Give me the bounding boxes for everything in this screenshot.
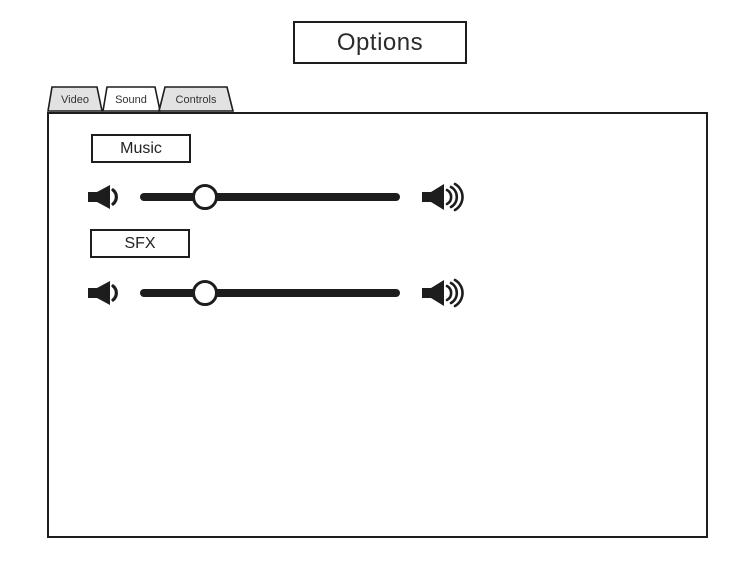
sound-tab-panel	[47, 112, 708, 538]
music-slider-track[interactable]	[140, 193, 400, 201]
tab-controls[interactable]: Controls	[157, 86, 235, 112]
music-label-box: Music	[91, 134, 191, 163]
tab-sound[interactable]: Sound	[102, 86, 161, 112]
music-slider-thumb[interactable]	[192, 184, 218, 210]
speaker-low-icon	[88, 185, 118, 209]
sfx-slider-track[interactable]	[140, 289, 400, 297]
tab-sound-label[interactable]: Sound	[115, 94, 147, 106]
tab-strip: Video Sound Controls	[47, 86, 235, 112]
sfx-slider[interactable]	[140, 280, 400, 306]
music-slider[interactable]	[140, 184, 400, 210]
tab-video[interactable]: Video	[47, 86, 103, 112]
speaker-high-icon	[422, 278, 464, 308]
page-title-box: Options	[293, 21, 467, 64]
tab-video-label[interactable]: Video	[61, 94, 89, 106]
speaker-high-icon	[422, 182, 464, 212]
music-label: Music	[120, 139, 162, 157]
sfx-label-box: SFX	[90, 229, 190, 258]
sfx-slider-thumb[interactable]	[192, 280, 218, 306]
sfx-label: SFX	[124, 234, 156, 252]
speaker-low-icon	[88, 281, 118, 305]
page-title: Options	[336, 28, 424, 56]
tab-controls-label[interactable]: Controls	[176, 94, 217, 106]
